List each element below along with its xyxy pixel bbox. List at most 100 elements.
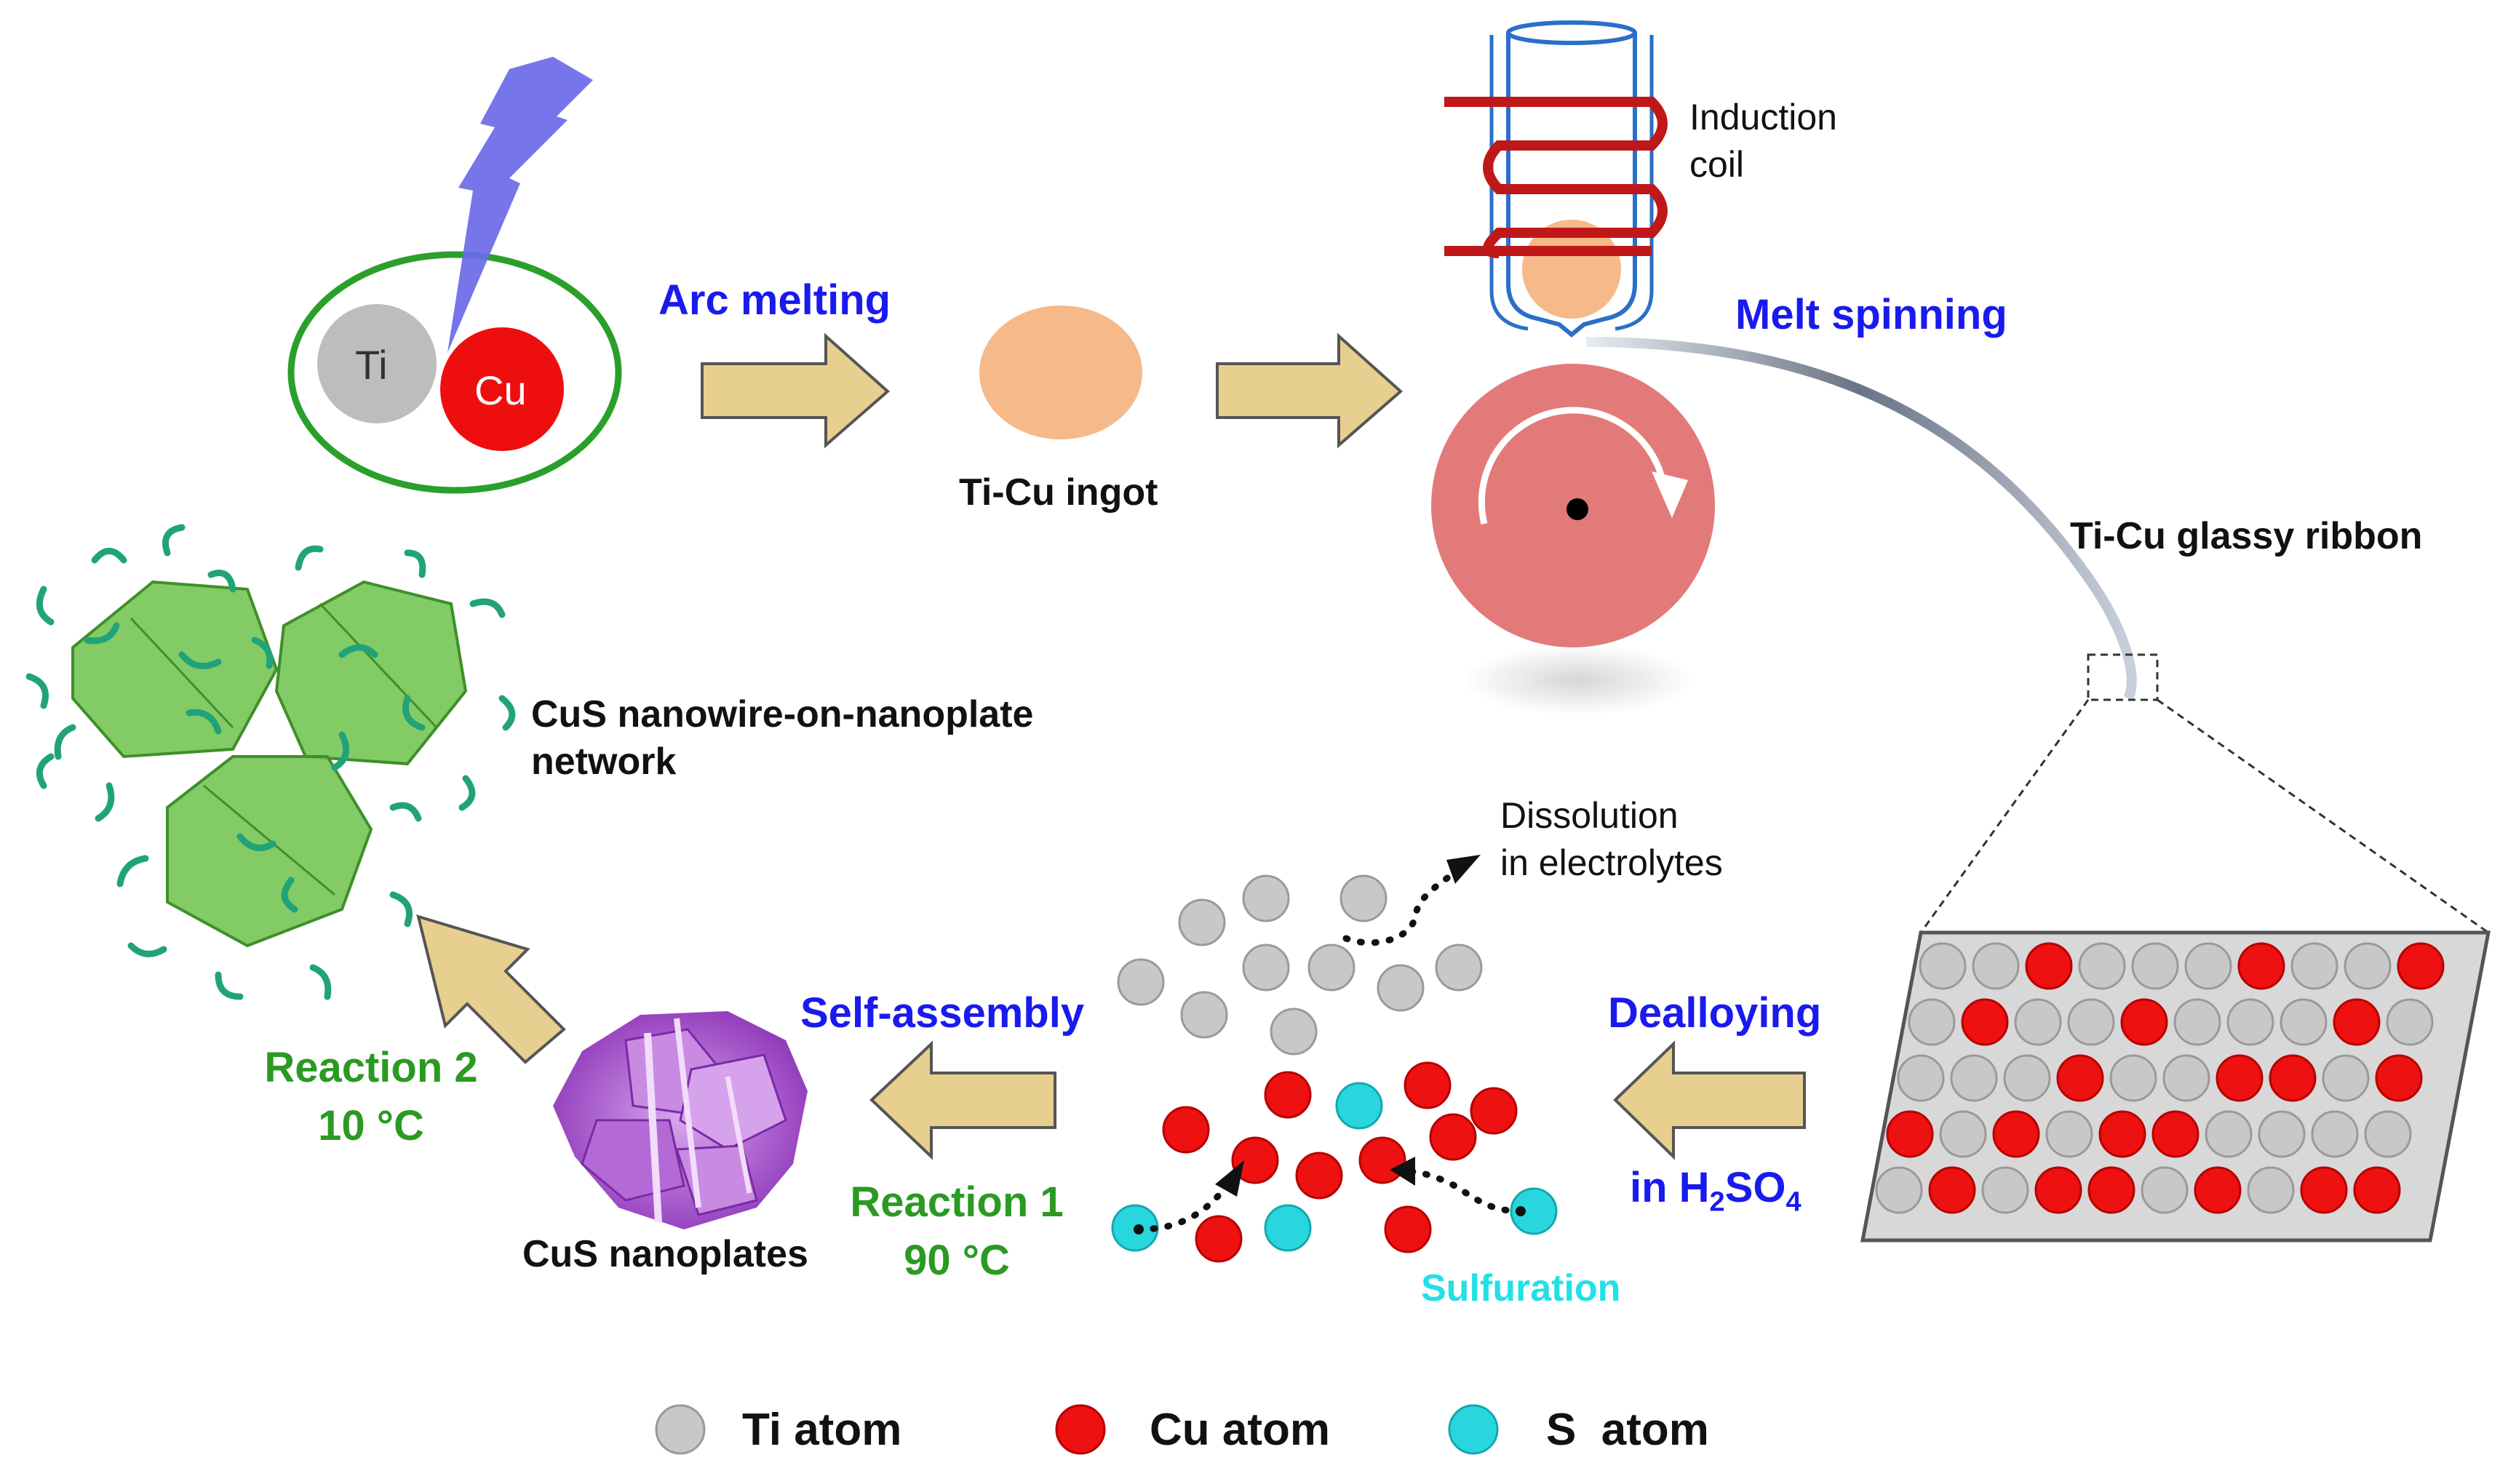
nanowire [54,724,76,760]
nanowire [127,942,167,957]
ti-atom [2162,1054,2210,1102]
cu-atom [1886,1110,1934,1158]
cu-atom [2194,1166,2242,1214]
nanowire [402,695,426,731]
induction-coil-back [1444,97,1668,258]
cu-atom [1162,1106,1210,1154]
sulfuration-arrowhead-icon [1390,1157,1415,1186]
cu-atom [1992,1110,2040,1158]
ti-atom [2344,942,2392,990]
nanowire [281,877,298,913]
process-arrow-icon [701,332,891,449]
network-label-2: network [531,741,677,783]
ti-atom [1117,958,1165,1006]
dissolution-arrowhead-icon [1446,855,1481,884]
ti-atom [2322,1054,2370,1102]
ti-atom [1180,991,1228,1039]
ti-atom [2258,1110,2306,1158]
cu-atom [2120,998,2168,1046]
ti-atom [1897,1054,1945,1102]
ti-atom [2003,1054,2051,1102]
cu-atom [2098,1110,2146,1158]
nanowire [236,833,276,852]
ti-atom [2131,942,2179,990]
nanowire [389,802,422,822]
legend-ti-label: Ti atom [742,1405,902,1455]
sulfuration-path-left [1135,1178,1233,1233]
sulfuration-path-right [1401,1168,1524,1215]
process-arrow-icon [1613,1040,1806,1160]
ti-atom [2290,942,2338,990]
wheel-rotation-arrow-icon [1478,407,1666,525]
self-assembly-label: Self-assembly [800,989,1085,1037]
induction-coil [1444,97,1652,238]
cu-atom [2056,1054,2104,1102]
dissolution-label-2: in electrolytes [1500,842,1723,883]
wheel-shadow [1462,645,1695,715]
nanowire [178,651,222,670]
cu-atom [1404,1061,1452,1109]
ti-atom [2184,942,2232,990]
ti-atom [2205,1110,2253,1158]
ti-atom [1981,1166,2029,1214]
ribbon-atoms [1875,942,2445,1214]
ti-atom [1939,1110,1987,1158]
legend-s-swatch [1448,1404,1499,1455]
s-atom [1510,1187,1558,1235]
reaction-1-label: Reaction 1 [850,1178,1064,1226]
nanowire [331,731,350,771]
nanowire [389,891,413,928]
dealloying-label: Dealloying [1608,989,1822,1037]
induction-coil-label-1: Induction [1689,97,1837,137]
ti-atom [2078,942,2126,990]
nanowire [458,775,476,811]
ti-atom [1242,874,1290,922]
network-label-1: CuS nanowire-on-nanoplate [531,693,1034,735]
nanowire [338,644,378,658]
ti-atom [1339,874,1388,922]
cu-atom [2151,1110,2199,1158]
cu-atom [1358,1136,1406,1184]
nanowire [25,673,49,709]
ti-atom [2226,998,2274,1046]
ti-atom [2141,1166,2189,1214]
crucible-top [1506,20,1637,45]
ti-atom [2067,998,2115,1046]
cu-atom [1470,1087,1518,1135]
cu-atom [2353,1166,2401,1214]
melt-spinning-apparatus [1431,20,2137,715]
nanowire [251,637,274,669]
cu-atom [1429,1113,1477,1161]
nanowire [116,855,149,887]
cu-atom [1264,1071,1312,1119]
ti-cu-ingot [979,306,1142,439]
cus-nanoplates [553,1011,808,1229]
arc-melting-label: Arc melting [658,276,891,324]
arc-melting-chamber [287,57,622,494]
nanowire [469,598,506,618]
cu-atom [2300,1166,2348,1214]
ti-atom [1377,964,1425,1012]
wheel-axle [1566,498,1588,520]
nanowire [95,782,115,822]
s-atom [1335,1082,1383,1130]
ti-atom [1908,998,1956,1046]
legend-cu-swatch [1055,1404,1106,1455]
dissolution-label-1: Dissolution [1500,795,1679,836]
ti-atom [1972,942,2020,990]
ti-atom [2109,1054,2157,1102]
zoom-box [2087,653,2159,701]
cu-atom [1295,1152,1343,1200]
reaction-2-temp: 10 °C [318,1102,424,1149]
legend-ti-swatch [655,1404,706,1455]
ti-atom [2311,1110,2359,1158]
nanowire [36,586,55,626]
ti-pellet [317,304,437,423]
sulfuration-arrowhead-icon [1215,1160,1244,1197]
ingot-label: Ti-Cu ingot [959,471,1158,514]
ti-atom [2247,1166,2295,1214]
nanoplates-label: CuS nanoplates [522,1233,808,1275]
cu-atom [1195,1215,1243,1263]
